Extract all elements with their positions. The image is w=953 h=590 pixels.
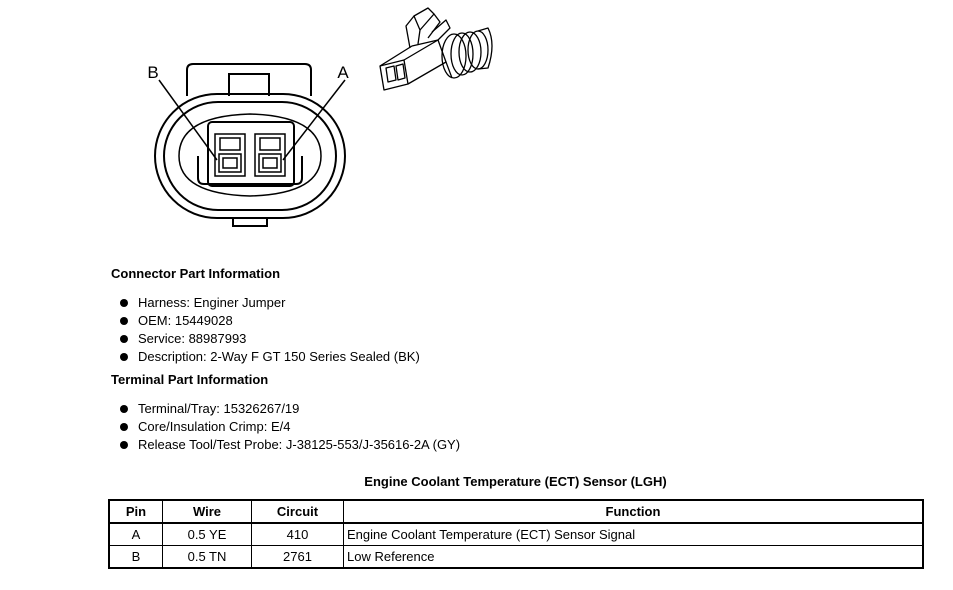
cell-function: Low Reference [343,545,924,569]
header-function: Function [343,499,924,524]
table-header-row: Pin Wire Circuit Function [108,499,924,524]
cell-wire: 0.5 YE [162,522,252,546]
header-pin: Pin [108,499,163,524]
cell-pin: B [108,545,163,569]
list-item: Harness: Enginer Jumper [118,294,420,312]
pin-a-label: A [337,63,349,82]
cell-wire: 0.5 TN [162,545,252,569]
list-item: Core/Insulation Crimp: E/4 [118,418,460,436]
list-item: Description: 2-Way F GT 150 Series Seale… [118,348,420,366]
header-wire: Wire [162,499,252,524]
header-circuit: Circuit [251,499,344,524]
cell-function: Engine Coolant Temperature (ECT) Sensor … [343,522,924,546]
cell-pin: A [108,522,163,546]
list-item: Terminal/Tray: 15326267/19 [118,400,460,418]
cell-circuit: 2761 [251,545,344,569]
table-row: B 0.5 TN 2761 Low Reference [108,545,924,569]
terminal-part-info-heading: Terminal Part Information [111,372,269,387]
connector-part-info-list: Harness: Enginer Jumper OEM: 15449028 Se… [118,294,420,366]
list-item: Service: 88987993 [118,330,420,348]
connector-isometric-illustration [379,7,493,91]
list-item: OEM: 15449028 [118,312,420,330]
pinout-table: Pin Wire Circuit Function A 0.5 YE 410 E… [108,499,924,569]
connector-face-diagram: B A [147,63,349,227]
list-item: Release Tool/Test Probe: J-38125-553/J-3… [118,436,460,454]
terminal-part-info-list: Terminal/Tray: 15326267/19 Core/Insulati… [118,400,460,454]
table-row: A 0.5 YE 410 Engine Coolant Temperature … [108,522,924,546]
cell-circuit: 410 [251,522,344,546]
table-title: Engine Coolant Temperature (ECT) Sensor … [364,474,667,489]
pin-b-label: B [147,63,158,82]
connector-part-info-heading: Connector Part Information [111,266,281,281]
